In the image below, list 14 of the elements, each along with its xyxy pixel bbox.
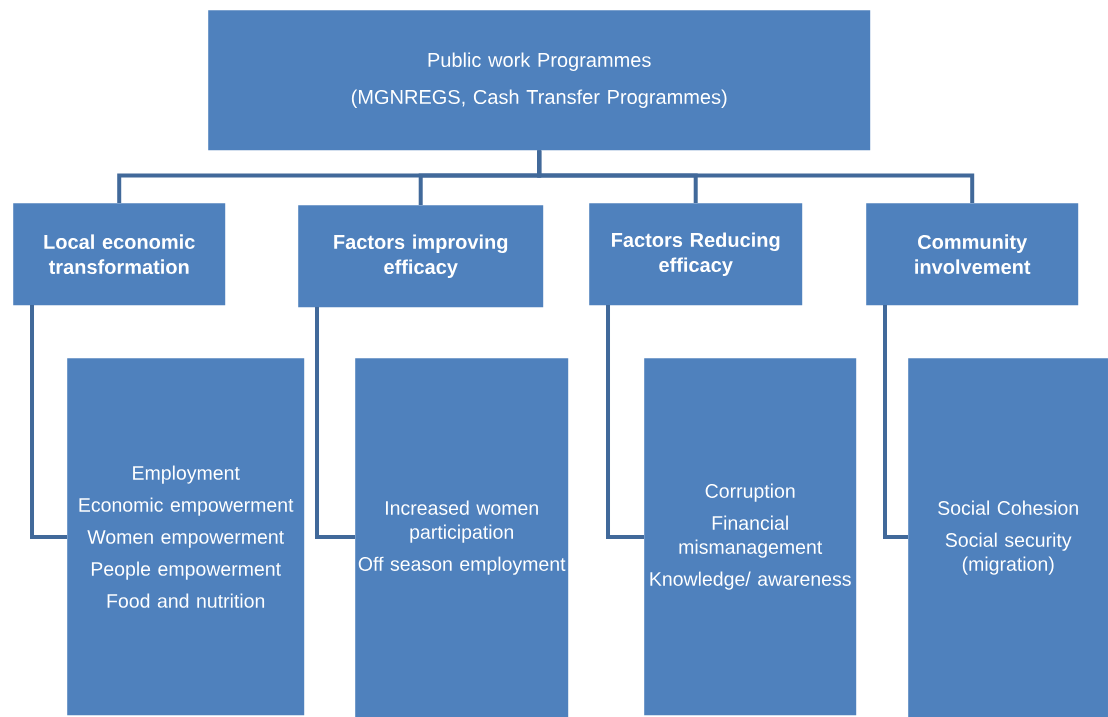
category-box: Factors improving efficacy [298, 205, 544, 308]
category-box: Factors Reducing efficacy [589, 203, 803, 306]
item-list-box: Employment Economic empowerment Women empowerment People empowerment Food and nutrition [67, 358, 305, 716]
item-list-box: Social Cohesion Social security (migration) [908, 358, 1108, 717]
connector-line [883, 305, 908, 539]
connector-line [537, 150, 975, 203]
connector-line [606, 305, 644, 539]
title-box: Public work Programmes (MGNREGS, Cash Transfer Programmes) [208, 10, 871, 151]
item-list-box: Corruption Financial mismanagement Knowledge/ awareness [644, 358, 857, 716]
connector-line [315, 307, 355, 539]
connector-line [30, 305, 67, 539]
item-list-box: Increased women participation Off season employment [355, 358, 569, 717]
category-box: Community involvement [866, 203, 1079, 306]
category-box: Local economic transformation [13, 203, 226, 306]
